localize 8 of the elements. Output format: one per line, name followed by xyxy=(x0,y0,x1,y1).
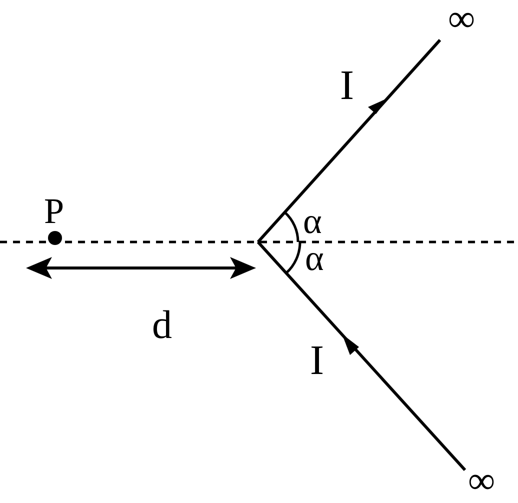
point-label: P xyxy=(44,193,64,229)
current-label: I xyxy=(310,340,324,382)
infinity-symbol: ∞ xyxy=(468,462,496,500)
angle-label: α xyxy=(303,203,322,239)
angle-label: α xyxy=(305,240,324,276)
infinity-symbol: ∞ xyxy=(448,0,476,38)
distance-label: d xyxy=(152,305,172,345)
current-label: I xyxy=(340,65,354,107)
